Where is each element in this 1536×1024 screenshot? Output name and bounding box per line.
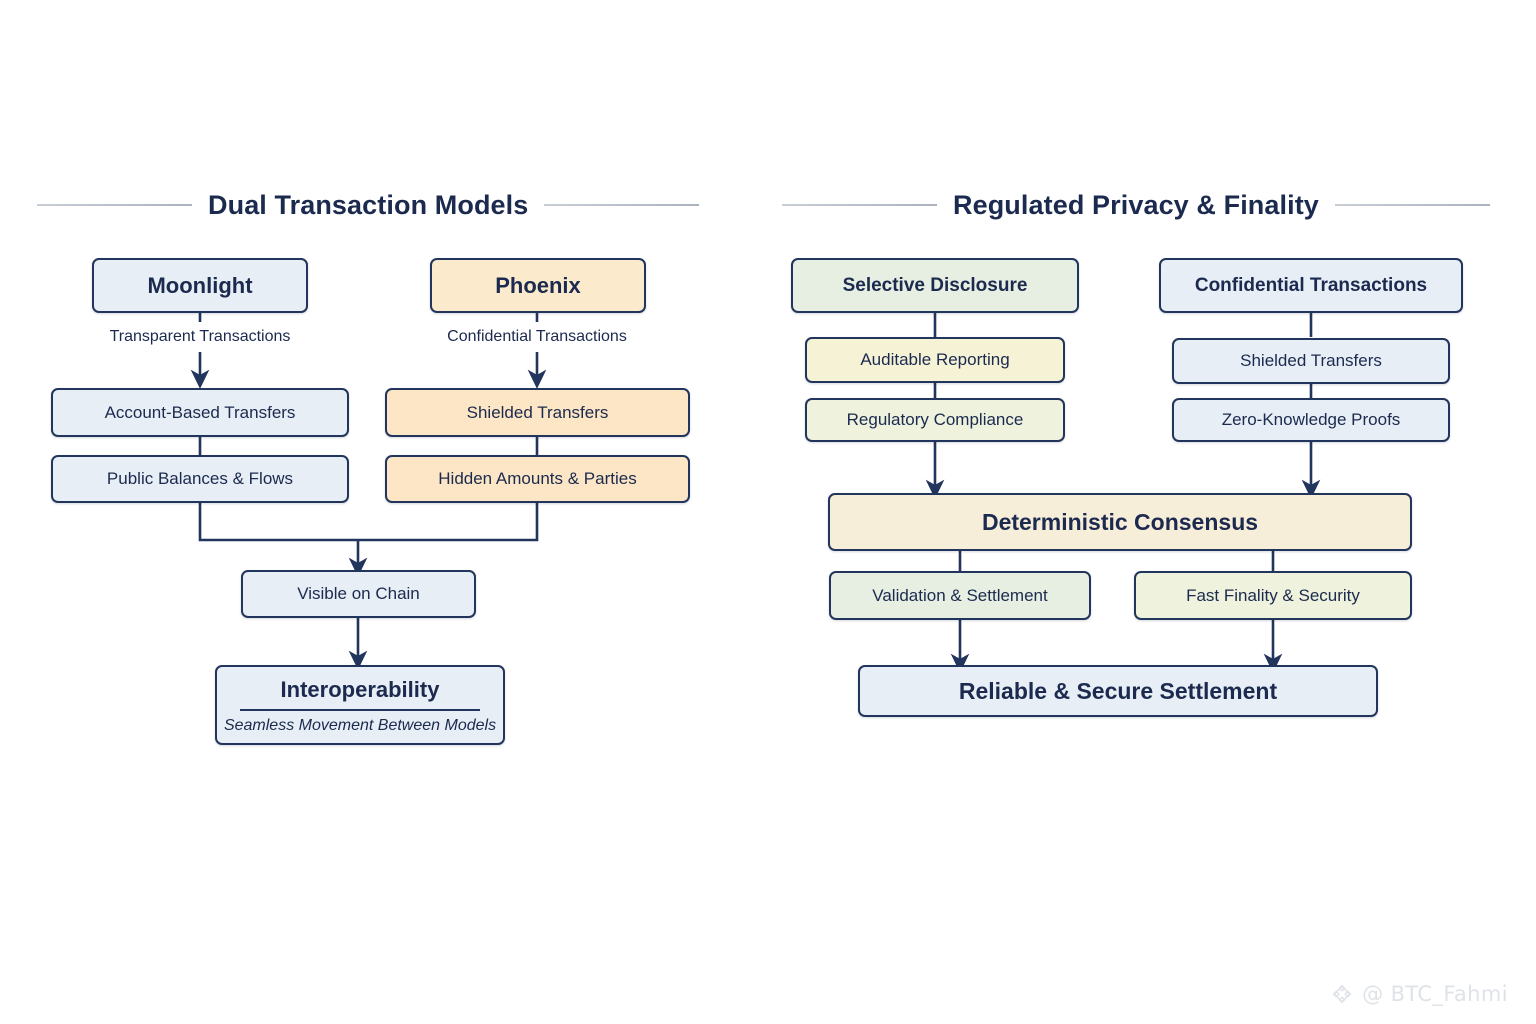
node-interoperability[interactable]: Interoperability Seamless Movement Betwe… (215, 665, 505, 745)
node-deterministic-consensus[interactable]: Deterministic Consensus (828, 493, 1412, 551)
node-label: Visible on Chain (297, 584, 420, 604)
node-zero-knowledge-proofs[interactable]: Zero-Knowledge Proofs (1172, 398, 1450, 442)
node-label: Shielded Transfers (466, 402, 609, 422)
node-label: Reliable & Secure Settlement (958, 677, 1278, 704)
node-phoenix[interactable]: Phoenix (430, 258, 646, 313)
node-label: Public Balances & Flows (106, 469, 294, 489)
section-header-regulated-privacy-finality: Regulated Privacy & Finality (782, 185, 1500, 225)
node-selective-disclosure[interactable]: Selective Disclosure (791, 258, 1079, 313)
edge-caption-transparent-transactions: Transparent Transactions (109, 328, 291, 345)
node-public-balances-flows[interactable]: Public Balances & Flows (51, 455, 349, 503)
header-rule-right (544, 204, 700, 206)
node-moonlight[interactable]: Moonlight (92, 258, 308, 313)
node-reliable-secure-settlement[interactable]: Reliable & Secure Settlement (858, 665, 1378, 717)
node-label: Confidential Transactions (1194, 274, 1428, 296)
node-divider (239, 709, 481, 712)
header-rule-left (782, 204, 937, 206)
node-shielded-transfers-right[interactable]: Shielded Transfers (1172, 338, 1450, 384)
section-header-dual-transaction-models: Dual Transaction Models (37, 185, 702, 225)
section-title-regulated-privacy-finality: Regulated Privacy & Finality (953, 189, 1319, 220)
header-rule-left (37, 204, 192, 206)
node-hidden-amounts-parties[interactable]: Hidden Amounts & Parties (385, 455, 690, 503)
node-label: Validation & Settlement (872, 585, 1048, 605)
node-visible-on-chain[interactable]: Visible on Chain (241, 570, 476, 618)
node-validation-settlement[interactable]: Validation & Settlement (829, 571, 1091, 620)
node-label: Regulatory Compliance (846, 410, 1024, 430)
node-label: Moonlight (147, 272, 253, 298)
section-title-dual-transaction-models: Dual Transaction Models (208, 189, 529, 220)
node-fast-finality-security[interactable]: Fast Finality & Security (1134, 571, 1412, 620)
node-label: Fast Finality & Security (1186, 585, 1360, 605)
node-account-based-transfers[interactable]: Account-Based Transfers (51, 388, 349, 437)
node-sublabel: Seamless Movement Between Models (223, 717, 497, 735)
edge-merge-right (358, 503, 539, 542)
node-auditable-reporting[interactable]: Auditable Reporting (805, 337, 1065, 383)
node-shielded-transfers-left[interactable]: Shielded Transfers (385, 388, 690, 437)
diamond-logo-icon (1330, 982, 1354, 1006)
node-confidential-transactions[interactable]: Confidential Transactions (1159, 258, 1463, 313)
node-label: Hidden Amounts & Parties (438, 469, 637, 489)
node-regulatory-compliance[interactable]: Regulatory Compliance (805, 398, 1065, 442)
node-label: Zero-Knowledge Proofs (1221, 410, 1401, 430)
watermark-handle: @ BTC_Fahmi (1362, 982, 1508, 1006)
node-label: Account-Based Transfers (104, 402, 296, 422)
watermark: @ BTC_Fahmi (1330, 982, 1508, 1006)
node-label: Phoenix (495, 272, 581, 298)
node-label: Shielded Transfers (1240, 351, 1382, 371)
edge-merge-left (198, 503, 358, 542)
node-label: Selective Disclosure (842, 274, 1028, 296)
node-label: Interoperability (280, 677, 440, 702)
header-rule-right (1334, 204, 1490, 206)
node-label: Deterministic Consensus (981, 508, 1259, 535)
node-label: Auditable Reporting (860, 350, 1010, 370)
edge-caption-confidential-transactions: Confidential Transactions (447, 328, 627, 345)
